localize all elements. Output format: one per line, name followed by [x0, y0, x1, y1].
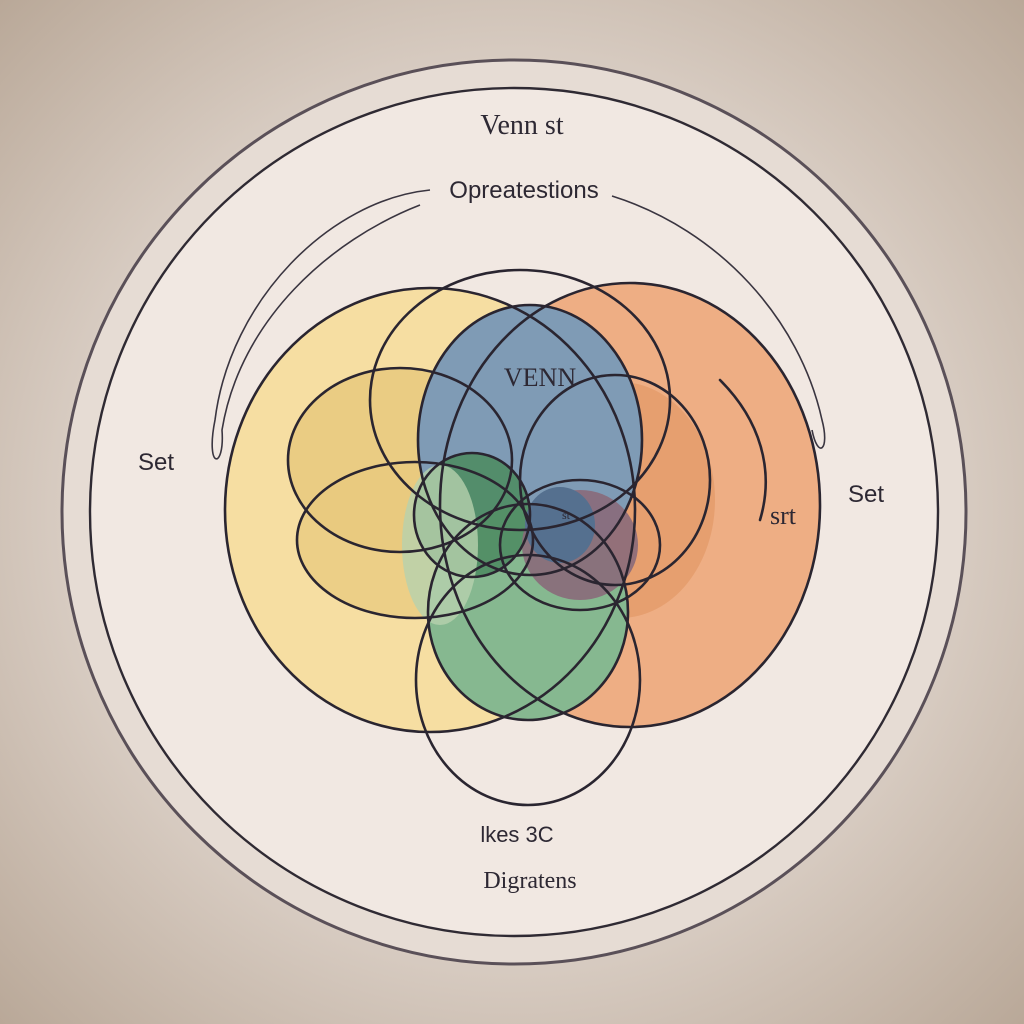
- outer-sketch-loop-right: [611, 195, 826, 449]
- outline-purple: [498, 478, 662, 612]
- outline-right-curl: [718, 378, 767, 522]
- outline-green-dark: [412, 451, 532, 579]
- outline-blue: [416, 303, 644, 577]
- outline-bottom-loop: [414, 553, 642, 807]
- center-label: VENN: [504, 363, 576, 392]
- right-inner-label: srt: [770, 501, 797, 530]
- outline-left-yellow: [223, 286, 637, 734]
- bottom-title: Digratens: [483, 868, 576, 894]
- outline-right-orange: [438, 281, 822, 729]
- bottom-small-label: lkes 3C: [480, 822, 553, 847]
- outer-sketch-loop: [211, 189, 431, 460]
- top-title: Venn st: [480, 110, 563, 141]
- outline-top-loop: [368, 268, 672, 532]
- outline-yellow-low: [295, 460, 535, 620]
- right-set-label: Set: [848, 481, 884, 508]
- diagram-subtitle: Opreatestions: [449, 177, 598, 204]
- outline-right-mid: [518, 373, 712, 587]
- tiny-center-label: st: [562, 508, 571, 522]
- outline-yellow-mid: [286, 366, 514, 554]
- left-set-label: Set: [138, 449, 174, 476]
